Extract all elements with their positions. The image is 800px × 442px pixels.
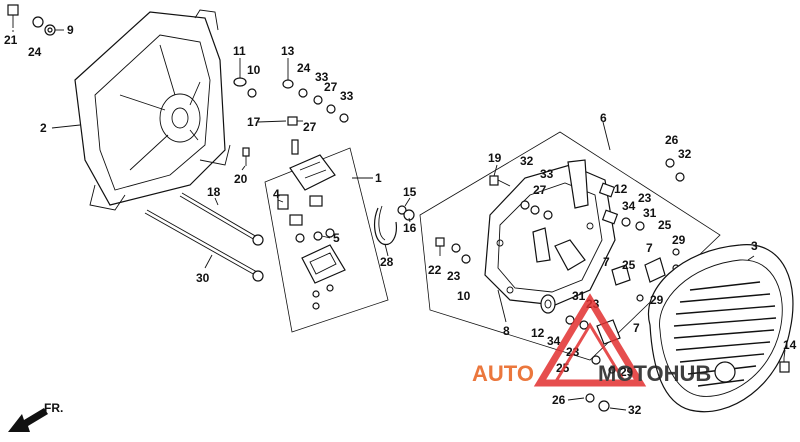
- nut-32c: [598, 400, 610, 412]
- bolt-21: [7, 4, 19, 28]
- callout-27: 27: [324, 80, 338, 94]
- tie-rod-30: [144, 209, 264, 282]
- watermark-triangle-inner-icon: [552, 322, 628, 385]
- bolt-19: [489, 175, 511, 187]
- callout-29b: 29: [650, 293, 664, 307]
- callout-6: 6: [600, 111, 607, 125]
- nut-33a: [313, 95, 323, 105]
- leader-lines: [12, 29, 786, 411]
- washer-32a: [520, 200, 530, 210]
- callout-1: 1: [375, 171, 382, 185]
- callout-12b: 12: [531, 326, 545, 340]
- callout-24: 24: [28, 45, 42, 59]
- callout-8: 8: [503, 324, 510, 338]
- callout-13: 13: [281, 44, 295, 58]
- callout-5: 5: [333, 231, 340, 245]
- brush-holder-plate-6: [484, 159, 616, 306]
- callout-32c: 32: [628, 403, 642, 417]
- callout-15: 15: [403, 185, 417, 199]
- nut-16: [403, 209, 415, 221]
- wire-8: [497, 289, 506, 319]
- clamp-28: [373, 205, 397, 246]
- callout-33b: 33: [340, 89, 354, 103]
- callout-17: 17: [247, 115, 261, 129]
- nut-32b: [675, 172, 685, 182]
- callout-23: 23: [638, 191, 652, 205]
- washer-26a: [665, 158, 675, 168]
- callout-10b: 10: [457, 289, 471, 303]
- callout-22: 22: [428, 263, 442, 277]
- callout-29: 29: [672, 233, 686, 247]
- callout-14: 14: [783, 338, 797, 352]
- callout-33c: 33: [540, 167, 554, 181]
- callout-32b: 32: [678, 147, 692, 161]
- washer-27c: [543, 210, 553, 220]
- callout-30: 30: [196, 271, 210, 285]
- callout-34b: 34: [547, 334, 561, 348]
- nut-33c: [530, 205, 540, 215]
- callout-19: 19: [488, 151, 502, 165]
- watermark-brand-motohub: MOTOHUB: [598, 361, 711, 386]
- washer-24: [32, 16, 44, 28]
- bolt-20: [242, 147, 250, 166]
- washer-11: [233, 77, 247, 87]
- washer-23b: [451, 243, 461, 253]
- callout-7b: 7: [603, 255, 610, 269]
- callout-34: 34: [622, 199, 636, 213]
- housing-part: [74, 9, 231, 211]
- nut-10: [247, 88, 257, 98]
- callout-9: 9: [67, 23, 74, 37]
- callout-2: 2: [40, 121, 47, 135]
- callout-16: 16: [403, 221, 417, 235]
- callout-10: 10: [247, 63, 261, 77]
- bolt-17: [287, 116, 303, 126]
- callout-3: 3: [751, 239, 758, 253]
- callout-21: 21: [4, 33, 18, 47]
- callout-31b: 31: [572, 289, 586, 303]
- screw-29c: [608, 366, 616, 374]
- callout-7c: 7: [633, 321, 640, 335]
- callout-25b: 25: [622, 258, 636, 272]
- callout-4: 4: [273, 187, 280, 201]
- front-direction-label: FR.: [44, 401, 63, 415]
- washer-13: [282, 79, 294, 89]
- callout-27c: 27: [533, 183, 547, 197]
- callout-24b: 24: [297, 61, 311, 75]
- callout-25: 25: [658, 218, 672, 232]
- washer-27a: [326, 104, 336, 114]
- callout-31: 31: [643, 206, 657, 220]
- watermark: AUTO MOTOHUB: [472, 293, 711, 387]
- callout-20: 20: [234, 172, 248, 186]
- nut-10b: [461, 254, 471, 264]
- callout-26b: 26: [552, 393, 566, 407]
- callout-26: 26: [665, 133, 679, 147]
- callout-32: 32: [520, 154, 534, 168]
- callout-7: 7: [646, 241, 653, 255]
- watermark-brand-auto: AUTO: [472, 361, 534, 386]
- callout-18: 18: [207, 185, 221, 199]
- spring-25c: [591, 355, 601, 365]
- callout-11: 11: [233, 44, 246, 58]
- tie-rod-18: [179, 192, 264, 246]
- bushing-12b: [540, 294, 556, 314]
- washer-24b: [298, 88, 308, 98]
- callout-33: 33: [315, 70, 329, 84]
- end-cover-3: [647, 244, 794, 413]
- bolt-14: [779, 358, 790, 373]
- front-arrow-icon: [8, 408, 48, 432]
- callout-27b: 27: [303, 120, 317, 134]
- nut-33b: [339, 113, 349, 123]
- callout-23b: 23: [447, 269, 461, 283]
- rectifier-assembly-1: [277, 139, 346, 310]
- bolt-22: [435, 237, 445, 256]
- brush-set-upper: [598, 182, 680, 302]
- callout-12: 12: [614, 182, 628, 196]
- callout-28: 28: [380, 255, 394, 269]
- bolt-15: [397, 205, 407, 215]
- washer-23c: [579, 320, 589, 330]
- washer-26b: [585, 393, 595, 403]
